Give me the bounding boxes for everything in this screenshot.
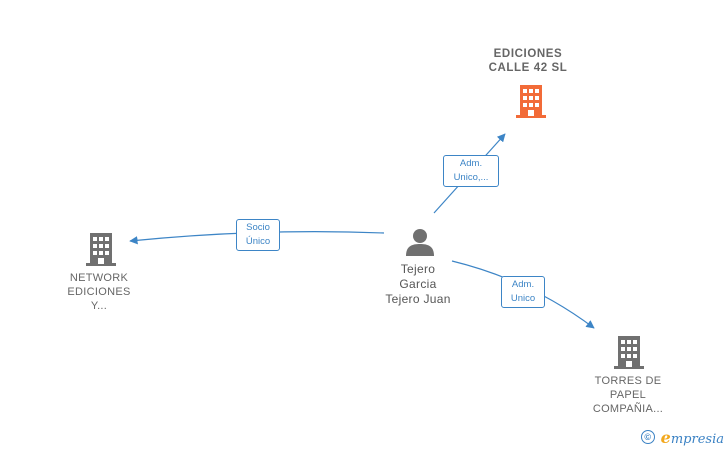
- building-icon-company-left[interactable]: [84, 231, 118, 267]
- company-top-label[interactable]: EDICIONES CALLE 42 SL: [488, 48, 568, 74]
- company-right-label[interactable]: TORRES DE PAPEL COMPAÑIA...: [592, 375, 664, 415]
- person-label[interactable]: Tejero Garcia Tejero Juan: [385, 262, 451, 306]
- building-icon-company-top[interactable]: [514, 83, 548, 119]
- edge-label-to-company-left[interactable]: Socio Único: [236, 219, 280, 251]
- brand-watermark: © empresia: [640, 427, 724, 447]
- building-icon-company-right[interactable]: [612, 334, 646, 370]
- company-left-label[interactable]: NETWORK EDICIONES Y...: [67, 272, 131, 312]
- brand-logo: empresia: [660, 427, 724, 447]
- copyright-icon: ©: [640, 430, 655, 444]
- person-icon[interactable]: [405, 227, 435, 257]
- edge-label-to-company-right[interactable]: Adm. Unico: [501, 276, 545, 308]
- edge-label-to-company-top[interactable]: Adm. Unico,...: [443, 155, 499, 187]
